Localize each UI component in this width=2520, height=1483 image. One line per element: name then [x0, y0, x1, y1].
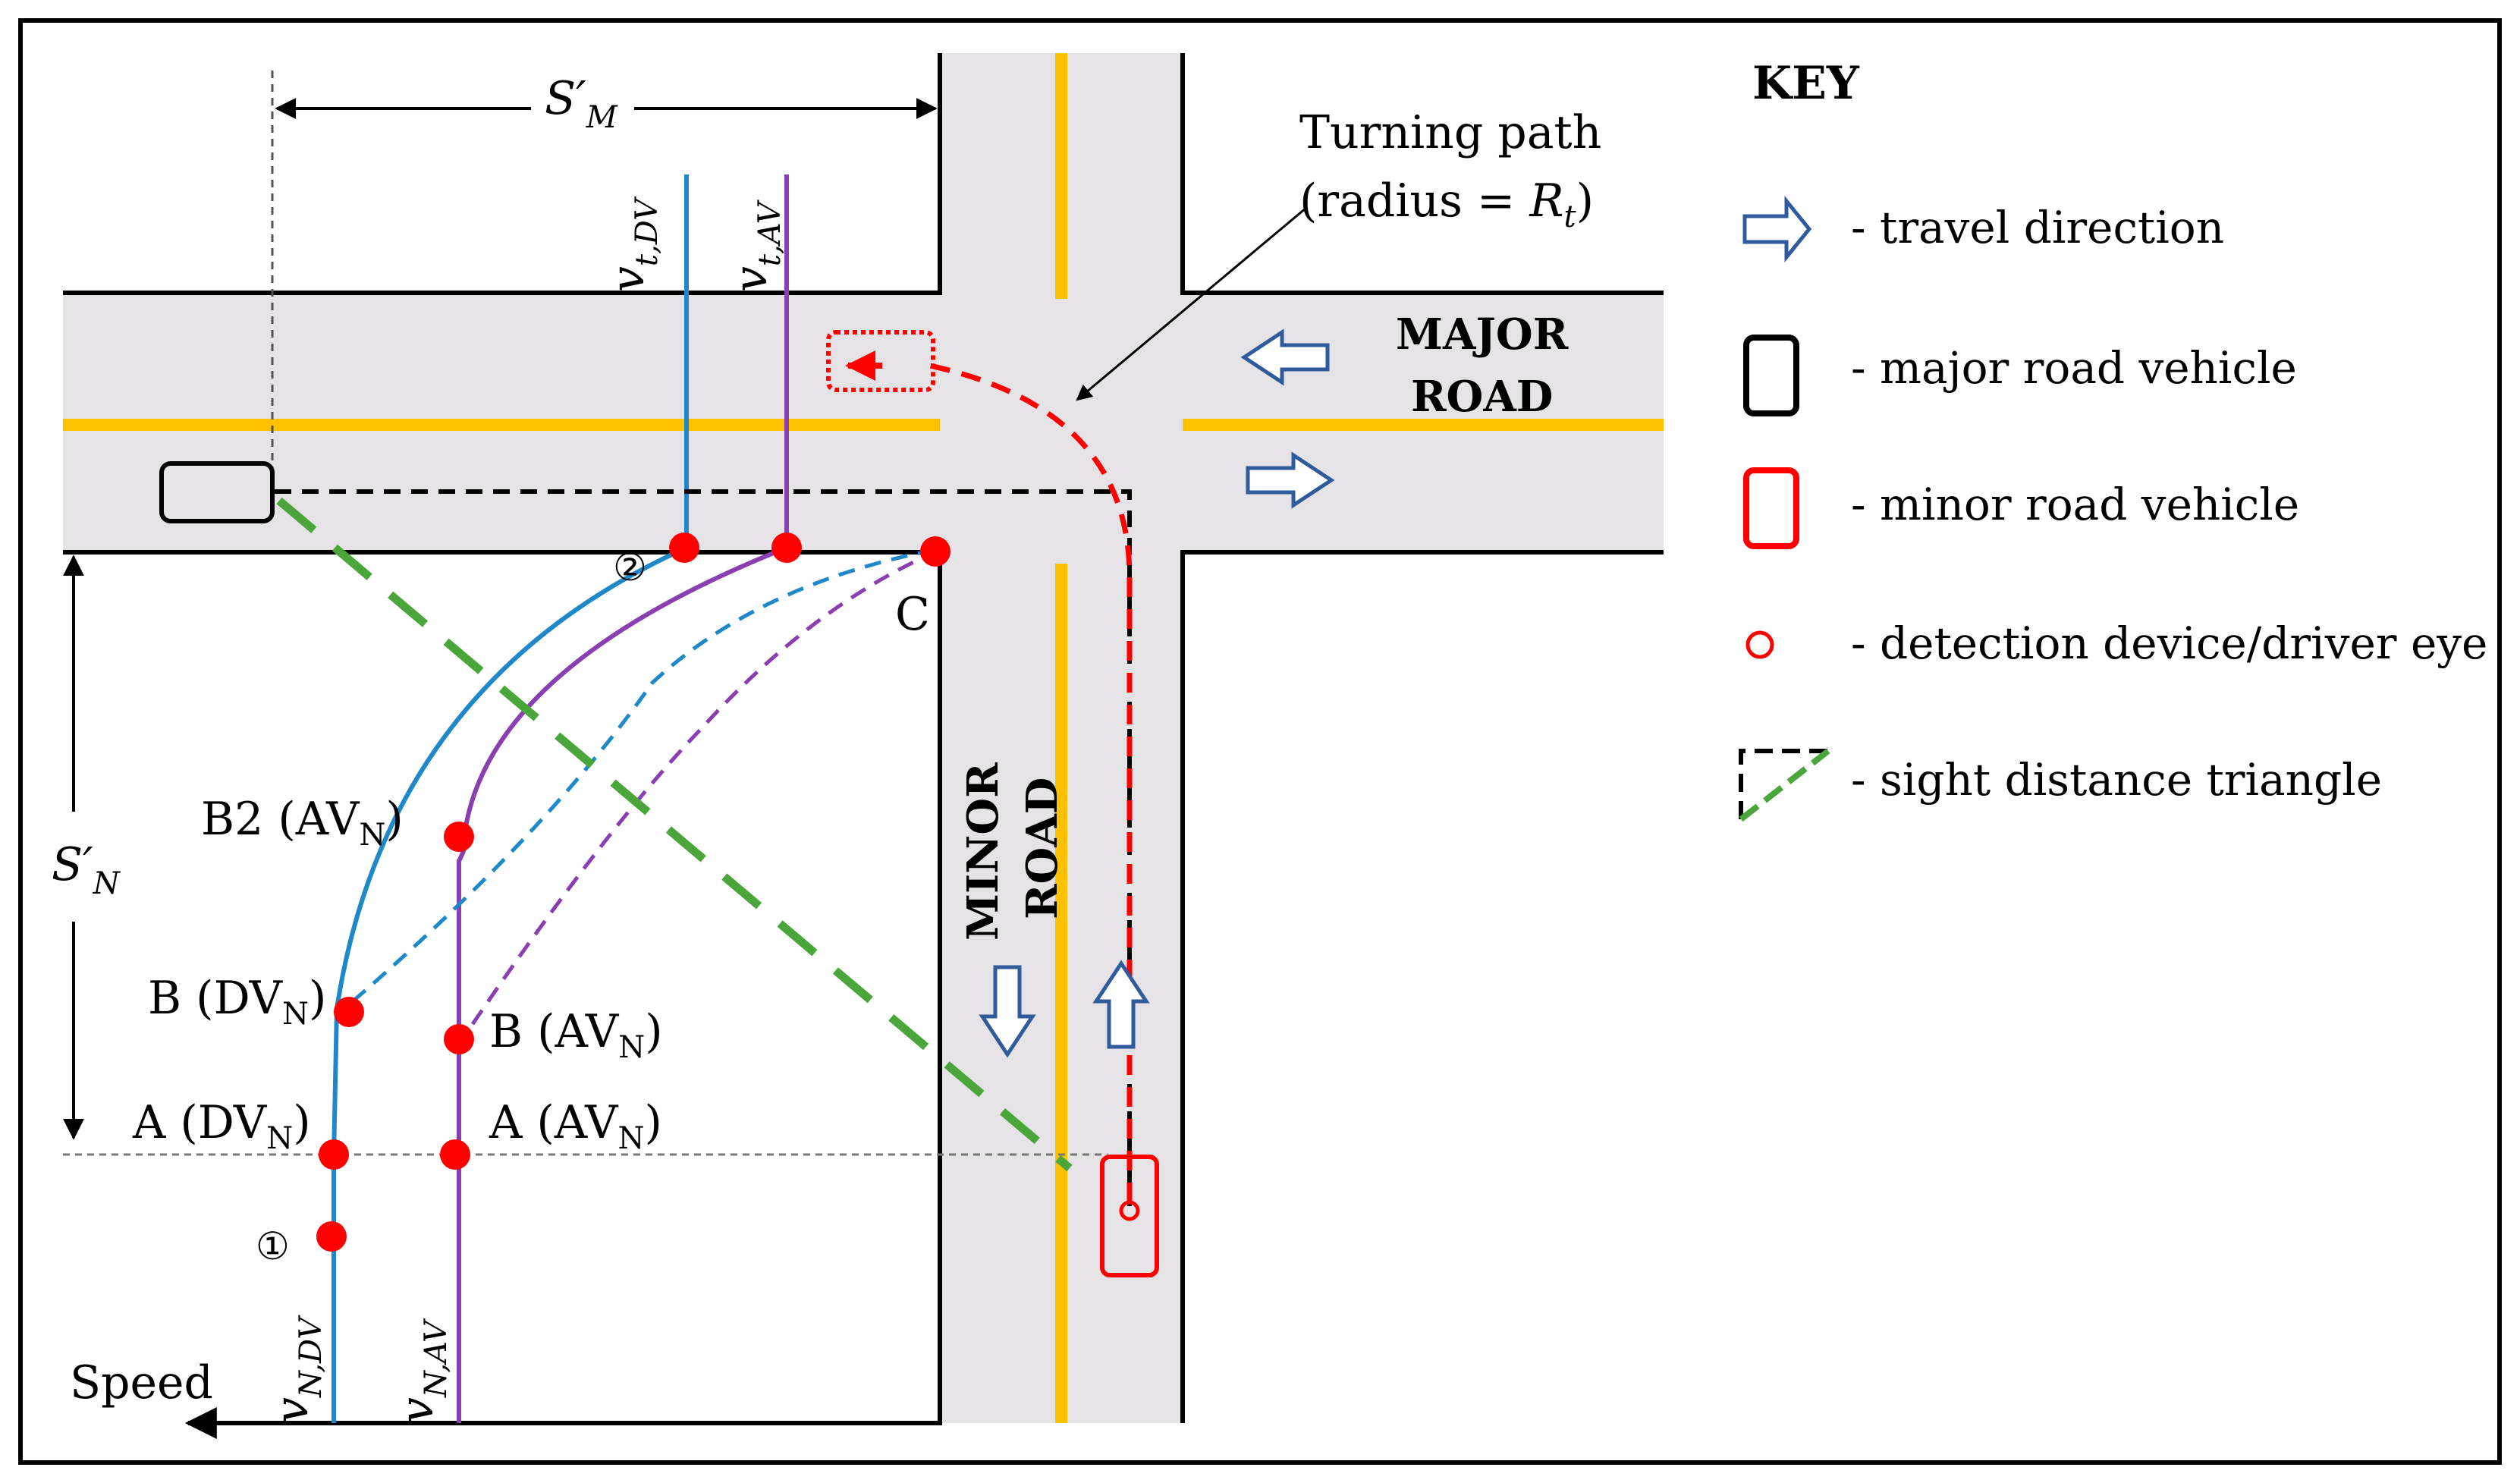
- legend-text-3: - minor road vehicle: [1851, 479, 2299, 530]
- legend-text-5: - sight distance triangle: [1851, 754, 2382, 806]
- point-b2: [444, 822, 474, 852]
- sight-distance-triangle: [275, 489, 1132, 1206]
- sm-label: S′M: [545, 72, 618, 135]
- triangle-icon: [1739, 748, 1830, 822]
- westbound-arrow-icon: [1240, 328, 1330, 386]
- point-b-av: [444, 1024, 474, 1054]
- minor-road-label-2: ROAD: [1017, 778, 1067, 919]
- northbound-arrow-icon: [1092, 960, 1150, 1049]
- circle2-label: ②: [613, 545, 647, 589]
- arrow-outline-icon: [1742, 195, 1812, 263]
- diagram-frame: [18, 18, 2502, 1465]
- dimension-sm: [271, 71, 938, 484]
- road-edges: [63, 53, 1664, 1425]
- red-circle-icon: [1745, 630, 1774, 659]
- eastbound-arrow-icon: [1246, 451, 1335, 509]
- point-c-label: C: [895, 588, 930, 641]
- legend-text-1: - travel direction: [1851, 202, 2224, 253]
- a-dv-label: A (DVN): [132, 1096, 311, 1156]
- major-road-vehicle: [159, 461, 275, 523]
- circle1-label: ①: [256, 1224, 290, 1268]
- vn-av-label: vN,AV: [391, 1318, 454, 1423]
- minor-road-vehicle: [1100, 1155, 1159, 1277]
- legend-title: KEY: [1752, 57, 1860, 110]
- travel-arrows: [979, 328, 1335, 1058]
- point-a-av: [440, 1139, 470, 1170]
- speed-curves: [331, 174, 936, 1423]
- point-b-dv: [334, 997, 364, 1027]
- southbound-arrow-icon: [979, 965, 1036, 1058]
- driver-eye-icon: [1119, 1200, 1140, 1221]
- vt-dv-label: vt,DV: [602, 196, 665, 292]
- turning-path: [845, 206, 1307, 1202]
- speed-label: Speed: [70, 1356, 213, 1409]
- b-av-label: B (AVN): [489, 1005, 663, 1065]
- minor-road-label-1: MINOR: [958, 762, 1008, 941]
- vn-dv-label: vN,DV: [266, 1315, 328, 1423]
- point-c: [920, 536, 950, 567]
- speed-points: [316, 533, 950, 1252]
- point-circle1: [316, 1221, 347, 1252]
- b-dv-label: B (DVN): [148, 972, 326, 1032]
- black-rectangle-icon: [1743, 335, 1799, 416]
- point-av-turn: [771, 533, 802, 563]
- turning-path-line2: (radius = Rt): [1299, 174, 1594, 234]
- major-road-label-2: ROAD: [1411, 372, 1553, 422]
- red-rectangle-icon: [1743, 467, 1799, 549]
- b2-label: B2 (AVN): [201, 793, 404, 853]
- legend-text-4: - detection device/driver eye: [1851, 617, 2487, 669]
- turned-vehicle: [826, 330, 935, 392]
- legend: KEY - travel direction - major road vehi…: [1739, 57, 2487, 822]
- point-a-dv: [319, 1139, 349, 1170]
- centerlines: [63, 53, 1664, 1423]
- sn-label: S′N: [52, 838, 121, 901]
- dv-alt-curve: [351, 548, 935, 1003]
- dv-speed-curve: [331, 174, 689, 1423]
- point-circle2-dv: [669, 533, 699, 563]
- a-av-label: A (AVN): [489, 1096, 662, 1156]
- road-surface: [63, 53, 1664, 1423]
- av-alt-curve: [470, 550, 936, 1026]
- major-road-label-1: MAJOR: [1396, 309, 1569, 360]
- turning-path-line1: Turning path: [1299, 106, 1601, 159]
- legend-text-2: - major road vehicle: [1851, 342, 2297, 394]
- vt-av-label: vt,AV: [724, 199, 787, 292]
